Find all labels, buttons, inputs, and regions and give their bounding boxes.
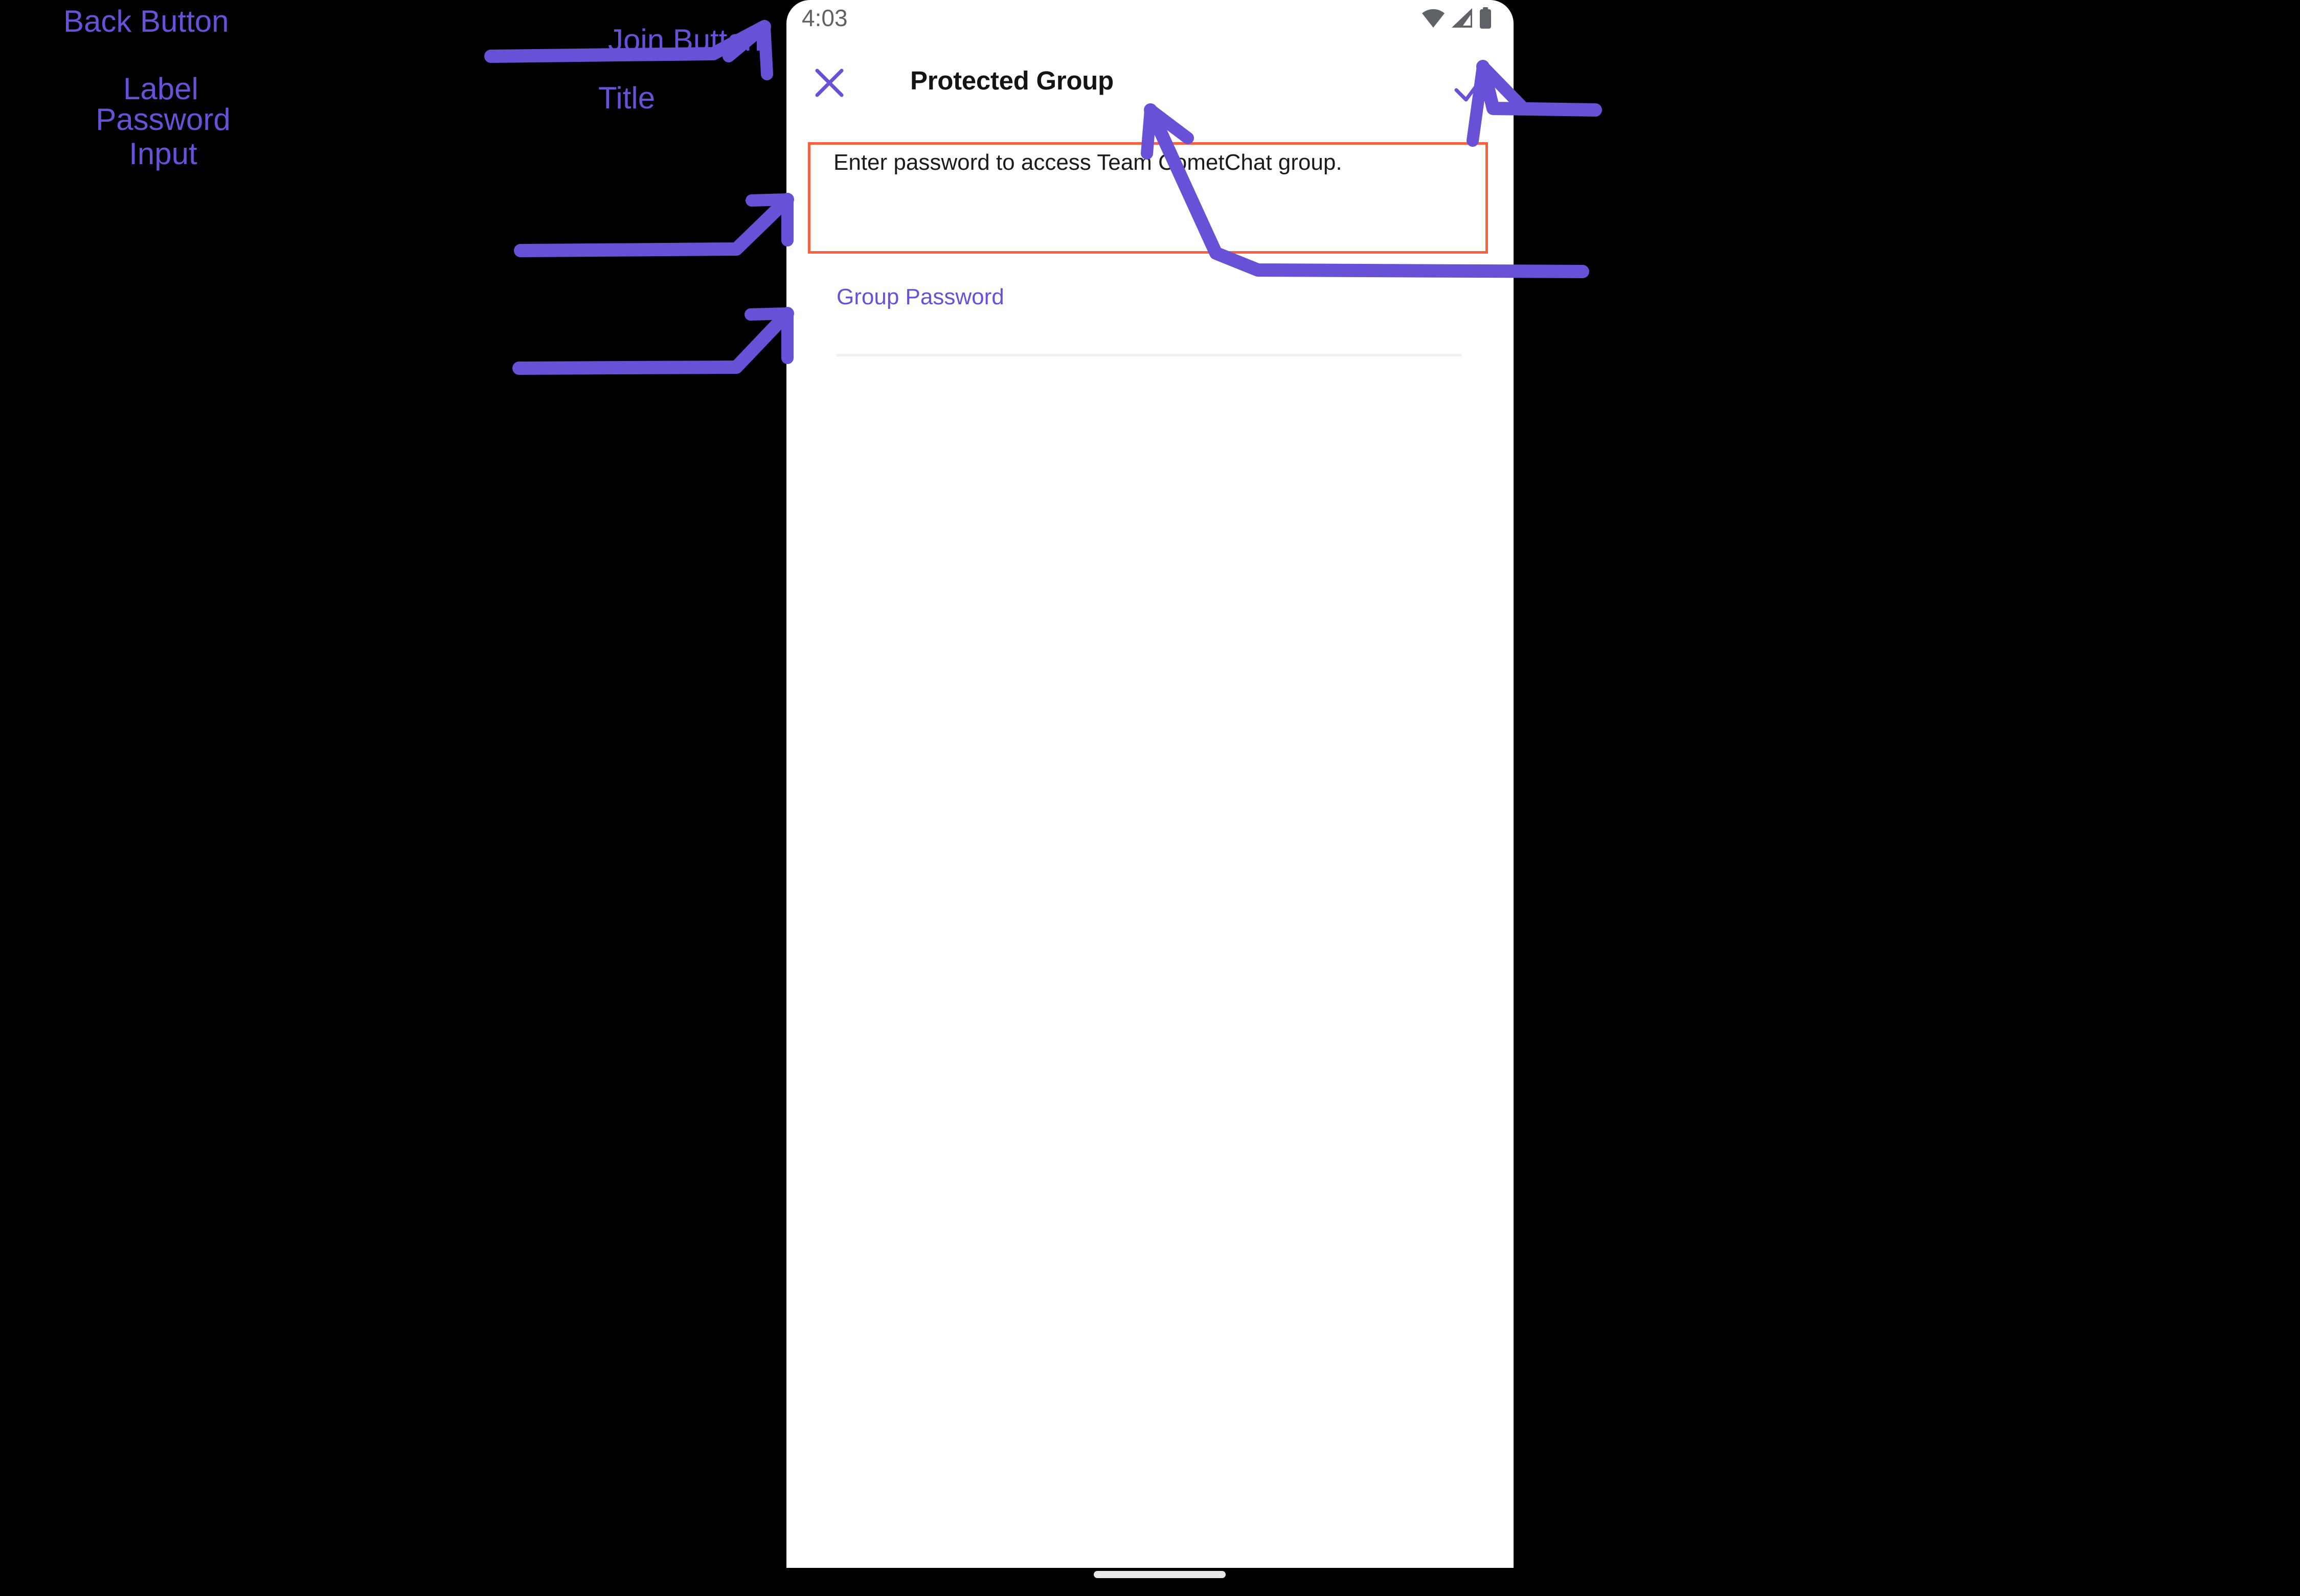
check-icon[interactable] (1451, 68, 1490, 106)
status-bar-icons (1422, 7, 1492, 29)
cellular-signal-icon (1452, 8, 1472, 28)
page-title: Protected Group (910, 66, 1114, 95)
battery-icon (1480, 7, 1491, 29)
annotation-password-input: Password Input (96, 102, 231, 171)
description-text: Enter password to access Team CometChat … (833, 150, 1342, 175)
annotation-title: Title (598, 81, 656, 115)
password-field-group: Group Password (837, 284, 1461, 356)
password-input[interactable] (837, 331, 1461, 356)
annotation-label: Label (123, 72, 198, 106)
annotation-back-button: Back Button (63, 4, 229, 38)
close-icon[interactable] (813, 66, 846, 99)
home-indicator[interactable] (1094, 1571, 1226, 1578)
app-bar: Protected Group (786, 51, 1514, 113)
password-field-label: Group Password (837, 284, 1004, 309)
wifi-icon (1422, 9, 1445, 28)
status-bar-clock: 4:03 (802, 5, 848, 31)
annotation-join-button: Join Button (608, 23, 762, 57)
status-bar: 4:03 (786, 0, 1514, 40)
phone-screen: 4:03 (786, 0, 1514, 1568)
